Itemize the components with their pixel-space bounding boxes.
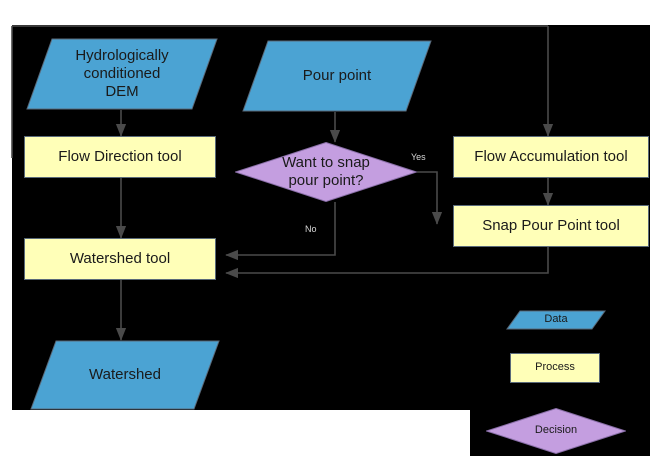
edge-label-no: No [305,224,317,234]
node-label: Hydrologically conditioned DEM [75,46,169,101]
node-label: Flow Accumulation tool [474,147,628,165]
node-label: Flow Direction tool [58,147,182,165]
node-label: Pour point [302,66,372,84]
data-shape [506,310,606,330]
legend-item-data: Data [506,310,606,330]
node-watershed-tool[interactable]: Watershed tool [24,238,216,280]
node-watershed[interactable]: Watershed [30,340,220,410]
legend-item-process: Process [510,353,600,383]
node-label: Watershed tool [69,249,171,267]
legend-label: Data [544,313,568,326]
legend-item-decision: Decision [486,408,626,454]
data-shape [242,40,432,112]
node-want-to-snap-pour-point-decision[interactable]: Want to snap pour point? [235,142,417,202]
node-label: Want to snap pour point? [282,153,370,189]
legend-label: Process [535,361,575,374]
node-pour-point[interactable]: Pour point [242,40,432,112]
edge-label-yes: Yes [411,152,426,162]
legend-label: Decision [534,424,578,437]
node-hydrologically-conditioned-dem[interactable]: Hydrologically conditioned DEM [26,38,218,110]
node-label: Watershed [89,365,161,383]
node-flow-direction-tool[interactable]: Flow Direction tool [24,136,216,178]
decision-shape [235,142,417,202]
data-shape [26,38,218,110]
node-label: Snap Pour Point tool [482,216,620,234]
data-shape [30,340,220,410]
node-snap-pour-point-tool[interactable]: Snap Pour Point tool [453,205,649,247]
node-flow-accumulation-tool[interactable]: Flow Accumulation tool [453,136,649,178]
decision-shape [486,408,626,454]
